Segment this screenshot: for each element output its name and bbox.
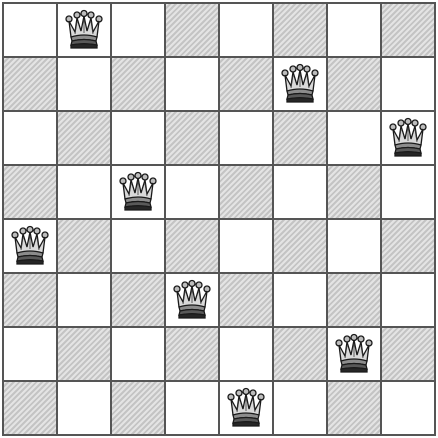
board-square[interactable] <box>164 380 220 436</box>
board-square[interactable] <box>380 2 436 58</box>
board-square[interactable] <box>272 2 328 58</box>
board-square[interactable] <box>164 164 220 220</box>
board-square[interactable] <box>164 2 220 58</box>
board-square-with-queen[interactable] <box>380 110 436 166</box>
board-square[interactable] <box>326 380 382 436</box>
board-square[interactable] <box>218 218 274 274</box>
board-square[interactable] <box>56 326 112 382</box>
board-square[interactable] <box>56 56 112 112</box>
queen-icon <box>386 116 430 160</box>
board-square[interactable] <box>218 272 274 328</box>
board-square[interactable] <box>218 56 274 112</box>
board-square[interactable] <box>218 2 274 58</box>
board-square[interactable] <box>272 164 328 220</box>
board-square[interactable] <box>56 164 112 220</box>
board-square[interactable] <box>164 326 220 382</box>
board-square-with-queen[interactable] <box>56 2 112 58</box>
board-square[interactable] <box>56 272 112 328</box>
board-square-with-queen[interactable] <box>164 272 220 328</box>
chess-board <box>3 3 435 435</box>
queen-icon <box>170 278 214 322</box>
board-square[interactable] <box>2 110 58 166</box>
queen-icon <box>278 62 322 106</box>
board-square[interactable] <box>164 218 220 274</box>
board-square[interactable] <box>218 110 274 166</box>
board-square[interactable] <box>110 272 166 328</box>
board-square[interactable] <box>218 164 274 220</box>
board-square[interactable] <box>380 164 436 220</box>
queen-icon <box>116 170 160 214</box>
board-square[interactable] <box>380 218 436 274</box>
board-square[interactable] <box>110 56 166 112</box>
board-square[interactable] <box>110 218 166 274</box>
board-square[interactable] <box>110 110 166 166</box>
board-square[interactable] <box>380 326 436 382</box>
board-square[interactable] <box>326 110 382 166</box>
board-square[interactable] <box>380 380 436 436</box>
board-square[interactable] <box>56 380 112 436</box>
board-square[interactable] <box>272 218 328 274</box>
board-square[interactable] <box>2 380 58 436</box>
board-square[interactable] <box>272 110 328 166</box>
board-square-with-queen[interactable] <box>218 380 274 436</box>
board-square[interactable] <box>2 326 58 382</box>
board-square[interactable] <box>110 380 166 436</box>
board-square[interactable] <box>2 56 58 112</box>
board-square[interactable] <box>326 272 382 328</box>
board-square[interactable] <box>326 2 382 58</box>
board-square[interactable] <box>56 110 112 166</box>
board-square[interactable] <box>56 218 112 274</box>
board-square[interactable] <box>2 164 58 220</box>
board-square[interactable] <box>2 272 58 328</box>
board-square[interactable] <box>326 164 382 220</box>
board-square[interactable] <box>380 56 436 112</box>
board-square-with-queen[interactable] <box>110 164 166 220</box>
board-square[interactable] <box>326 56 382 112</box>
queen-icon <box>332 332 376 376</box>
board-square-with-queen[interactable] <box>2 218 58 274</box>
queen-icon <box>224 386 268 430</box>
board-square[interactable] <box>164 110 220 166</box>
board-square[interactable] <box>218 326 274 382</box>
board-square[interactable] <box>2 2 58 58</box>
board-square[interactable] <box>272 380 328 436</box>
queen-icon <box>62 8 106 52</box>
board-square-with-queen[interactable] <box>326 326 382 382</box>
board-square[interactable] <box>110 2 166 58</box>
board-square-with-queen[interactable] <box>272 56 328 112</box>
board-square[interactable] <box>326 218 382 274</box>
queen-icon <box>8 224 52 268</box>
board-square[interactable] <box>380 272 436 328</box>
board-square[interactable] <box>164 56 220 112</box>
board-square[interactable] <box>272 326 328 382</box>
board-square[interactable] <box>110 326 166 382</box>
board-square[interactable] <box>272 272 328 328</box>
